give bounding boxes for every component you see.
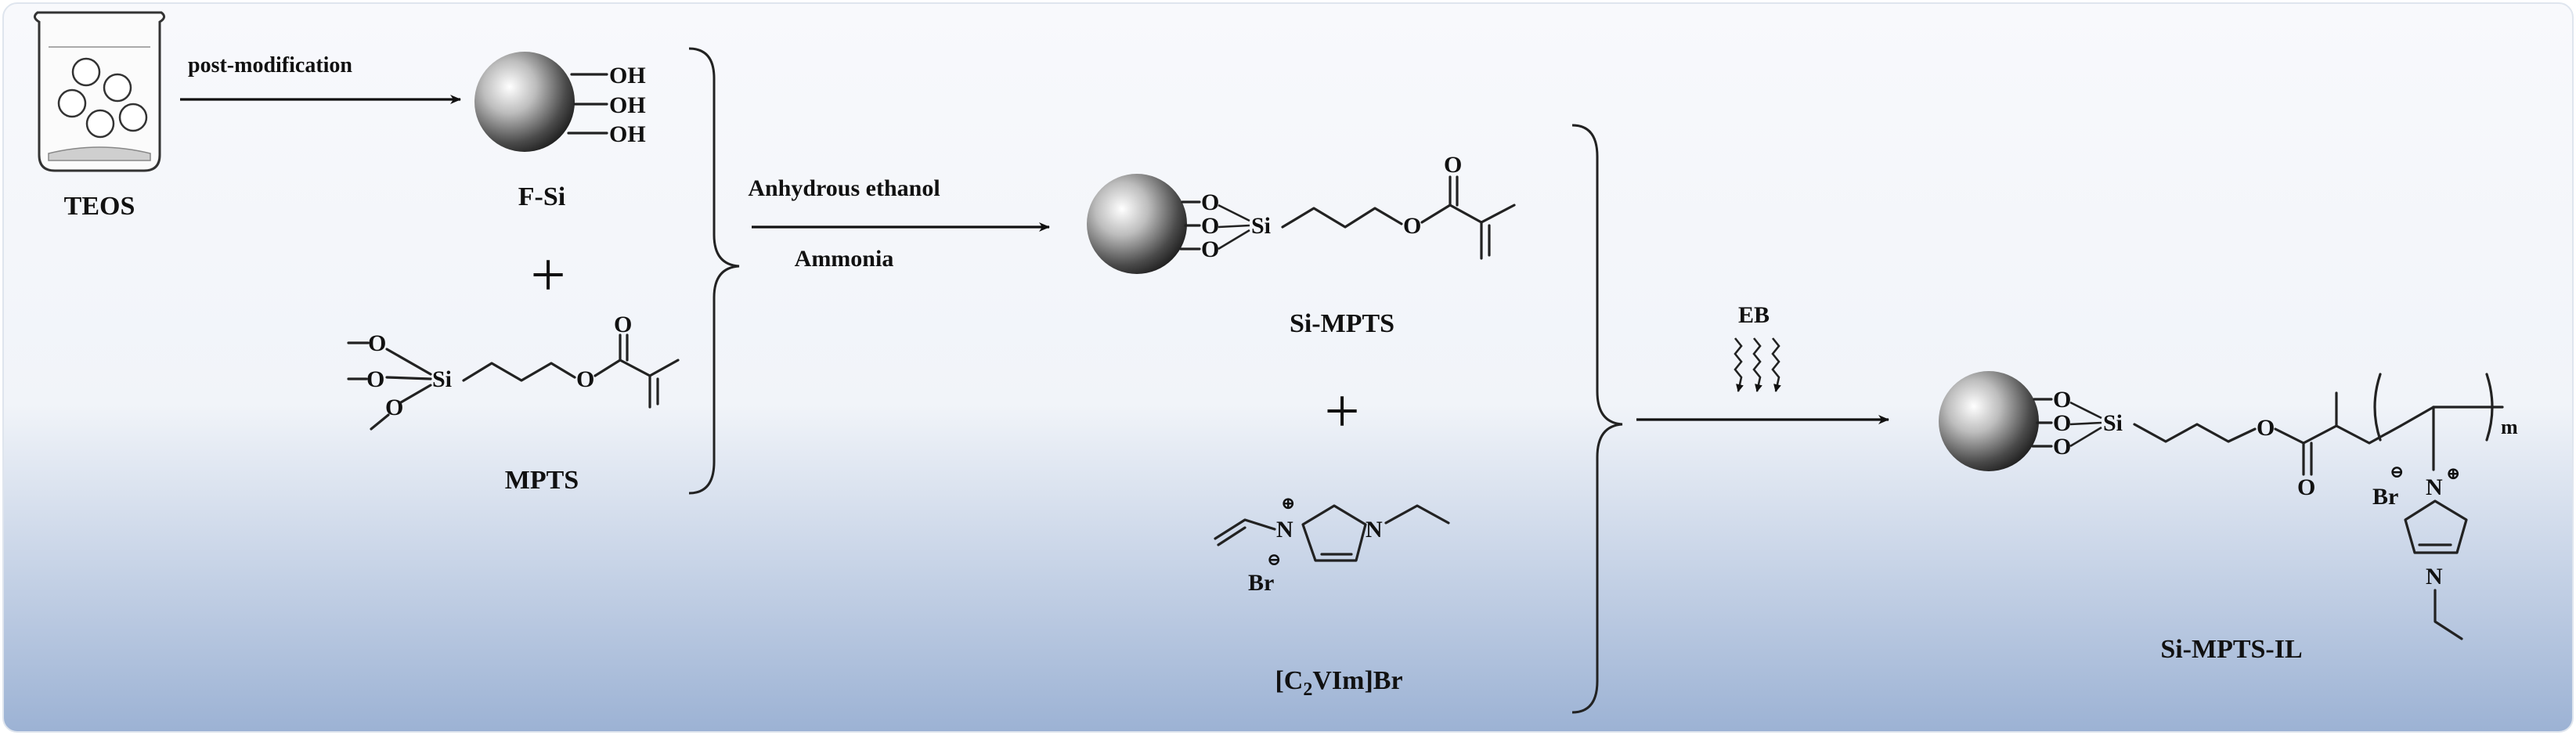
f-si-sphere-icon (474, 52, 575, 152)
silicon-atom: Si (2103, 410, 2123, 436)
nitrogen-atom: N (1366, 517, 1383, 543)
oxygen-atom: O (385, 395, 403, 420)
oxygen-atom: O (2053, 387, 2071, 413)
oxygen-atom: O (1201, 236, 1219, 262)
oxygen-atom: O (368, 330, 386, 356)
nitrogen-atom: N (2426, 564, 2443, 589)
bromide-atom: Br (1248, 570, 1274, 596)
teos-beaker-icon (34, 11, 165, 172)
oxygen-atom: O (1403, 213, 1421, 239)
negative-charge-icon: ⊖ (1267, 550, 1281, 569)
silicon-atom: Si (432, 366, 452, 392)
post-modification-label: post-modification (188, 53, 352, 78)
si-mpts-structure: O O O Si O O (1087, 152, 1516, 274)
silicon-atom: Si (1251, 213, 1271, 239)
eb-label: EB (1738, 302, 1770, 328)
nitrogen-atom: N (2426, 474, 2443, 500)
c2vim-br-label: [C2VIm]Br (1275, 666, 1402, 700)
si-mpts-label: Si-MPTS (1290, 309, 1394, 338)
c2vim-subscript: 2 (1303, 680, 1312, 700)
oxygen-atom: O (2297, 474, 2315, 500)
f-si-label: F-Si (518, 182, 565, 211)
anhydrous-ethanol-label: Anhydrous ethanol (748, 175, 940, 201)
oxygen-atom: O (614, 312, 632, 337)
c2vim-br-label-text: [C2VIm]Br (1275, 666, 1402, 700)
silica-sphere-icon (1939, 371, 2039, 471)
oxygen-atom: O (576, 366, 594, 392)
silica-sphere-icon (1087, 174, 1187, 274)
bromide-atom: Br (2372, 484, 2398, 510)
hydroxyl-label: OH (609, 63, 646, 88)
irradiation-icon (1734, 337, 1781, 392)
teos-label: TEOS (64, 192, 135, 221)
brace-right (1571, 124, 1623, 714)
plus-sign: + (530, 241, 565, 310)
oxygen-atom: O (1201, 189, 1219, 215)
nitrogen-atom: N (1276, 517, 1293, 543)
plus-sign: + (1324, 377, 1359, 446)
hydroxyl-label: OH (609, 121, 646, 147)
brace-left (688, 47, 740, 495)
oxygen-atom: O (2257, 415, 2275, 441)
mpts-label: MPTS (505, 466, 579, 495)
negative-charge-icon: ⊖ (2390, 462, 2404, 481)
positive-charge-icon: ⊕ (1281, 493, 1295, 513)
c2vim-prefix: [C (1275, 666, 1303, 695)
oxygen-atom: O (2053, 410, 2071, 436)
si-mpts-il-label: Si-MPTS-IL (2160, 635, 2302, 664)
mpts-structure: O O O Si O O (347, 312, 680, 431)
hydroxyl-label: OH (609, 92, 646, 118)
oxygen-atom: O (366, 366, 384, 392)
oxygen-atom: O (1444, 152, 1462, 178)
oxygen-atom: O (2053, 434, 2071, 460)
repeat-unit-label: m (2501, 416, 2518, 438)
si-mpts-il-structure: O O O Si O O m N ⊕ N Br ⊖ (1939, 371, 2518, 640)
oxygen-atom: O (1201, 213, 1219, 239)
ammonia-label: Ammonia (795, 246, 894, 272)
c2vim-br-structure: N ⊕ N Br ⊖ (1214, 493, 1450, 596)
c2vim-suffix: VIm]Br (1312, 666, 1402, 695)
positive-charge-icon: ⊕ (2446, 463, 2460, 483)
